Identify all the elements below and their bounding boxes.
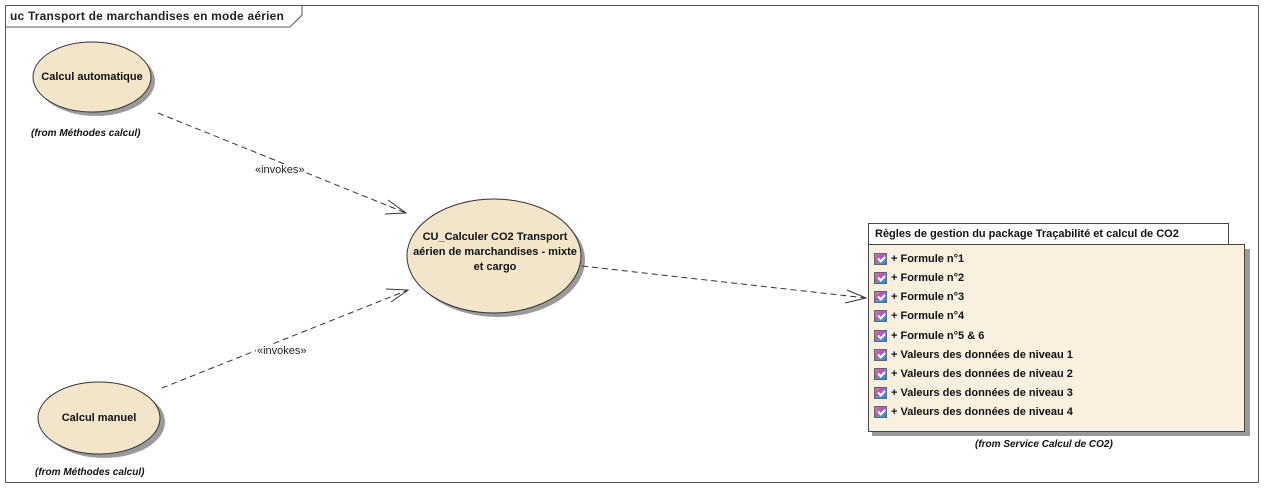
rule-item-label: + Formule n°4 bbox=[891, 310, 965, 322]
uc-auto-label: Calcul automatique bbox=[41, 71, 143, 83]
rule-item[interactable]: + Valeurs des données de niveau 3 bbox=[874, 384, 1073, 402]
rule-item-label: + Valeurs des données de niveau 2 bbox=[891, 368, 1073, 380]
requirement-icon bbox=[874, 387, 887, 399]
use-case-calcul-automatique[interactable] bbox=[32, 41, 152, 113]
rule-item-label: + Formule n°2 bbox=[891, 272, 965, 284]
rule-item-label: + Formule n°1 bbox=[891, 253, 965, 265]
diagram-frame bbox=[5, 5, 1259, 483]
uc-manual-from: (from Méthodes calcul) bbox=[35, 467, 145, 478]
invokes-dependency-top[interactable] bbox=[157, 112, 407, 214]
rule-item-label: + Valeurs des données de niveau 4 bbox=[891, 406, 1073, 418]
use-case-calculer-co2[interactable] bbox=[406, 198, 582, 314]
rule-item[interactable]: + Formule n°2 bbox=[874, 269, 964, 287]
arrowhead-bottom bbox=[385, 288, 410, 303]
rule-item[interactable]: + Valeurs des données de niveau 2 bbox=[874, 365, 1073, 383]
uc-auto-from: (from Méthodes calcul) bbox=[31, 128, 141, 139]
rule-item[interactable]: + Formule n°1 bbox=[874, 250, 964, 268]
requirement-icon bbox=[874, 330, 887, 342]
rules-dependency[interactable] bbox=[581, 265, 867, 299]
rule-item[interactable]: + Formule n°3 bbox=[874, 288, 964, 306]
requirement-icon bbox=[874, 272, 887, 284]
rule-item-label: + Formule n°5 & 6 bbox=[891, 330, 985, 342]
rules-title[interactable]: Règles de gestion du package Traçabilité… bbox=[868, 223, 1229, 245]
rule-item[interactable]: + Formule n°5 & 6 bbox=[874, 327, 984, 345]
use-case-calcul-manuel[interactable] bbox=[37, 381, 161, 455]
uc-manual-label: Calcul manuel bbox=[61, 412, 137, 424]
rule-item[interactable]: + Valeurs des données de niveau 4 bbox=[874, 403, 1073, 421]
frame-title: uc Transport de marchandises en mode aér… bbox=[10, 9, 285, 23]
rule-item[interactable]: + Formule n°4 bbox=[874, 307, 964, 325]
requirement-icon bbox=[874, 406, 887, 418]
requirement-icon bbox=[874, 253, 887, 265]
arrowhead-rules bbox=[844, 289, 868, 304]
requirement-icon bbox=[874, 368, 887, 380]
rule-item[interactable]: + Valeurs des données de niveau 1 bbox=[874, 346, 1073, 364]
rule-item-label: + Formule n°3 bbox=[891, 291, 965, 303]
requirement-icon bbox=[874, 349, 887, 361]
requirement-icon bbox=[874, 291, 887, 303]
stereotype-invokes-top: «invokes» bbox=[254, 164, 306, 176]
frame-title-tab bbox=[5, 5, 303, 28]
invokes-dependency-bottom[interactable] bbox=[161, 289, 409, 389]
rules-from: (from Service Calcul de CO2) bbox=[975, 439, 1113, 450]
arrowhead-top bbox=[384, 199, 408, 215]
rule-item-label: + Valeurs des données de niveau 1 bbox=[891, 349, 1073, 361]
rules-box[interactable] bbox=[868, 244, 1245, 432]
uc-main-label: CU_Calculer CO2 Transport aérien de marc… bbox=[413, 231, 577, 273]
requirement-icon bbox=[874, 310, 887, 322]
stereotype-invokes-bottom: «invokes» bbox=[256, 345, 308, 357]
rule-item-label: + Valeurs des données de niveau 3 bbox=[891, 387, 1073, 399]
